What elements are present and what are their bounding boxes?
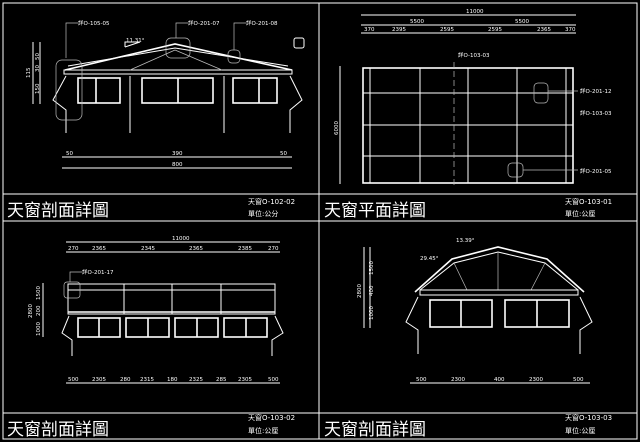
dim-seg: 500	[573, 377, 584, 383]
panel-title: 天窗平面詳圖	[324, 201, 426, 221]
dim-seg: 500	[68, 377, 79, 383]
dim-v: 1000	[369, 306, 375, 320]
callout-bubble	[507, 162, 524, 178]
dim-v: 1500	[36, 286, 42, 300]
unit-label: 單位:公厘	[565, 426, 595, 435]
dim-seg: 2395	[392, 27, 406, 33]
dim-v: 1500	[369, 261, 375, 275]
drawing-code: 天窗O-102-02	[248, 197, 295, 206]
dim-bottom-segments: 500 2305 280 2315 180 2325 285 2305 500	[68, 377, 279, 383]
roof-outline	[64, 43, 293, 71]
dim-seg: 2365	[537, 27, 551, 33]
dim-seg: 2300	[451, 377, 465, 383]
dim-v: 50	[35, 53, 41, 60]
panel-plan-103-01: 天窗平面詳圖 天窗O-103-01 單位:公厘 詳O-103-03 詳O-201…	[324, 9, 612, 221]
dim-half: 5500	[515, 19, 529, 25]
callout-marker	[293, 37, 305, 49]
eave-beam	[419, 289, 579, 296]
callout-label: 詳O-103-03	[458, 51, 490, 59]
unit-label: 單位:公分	[248, 209, 278, 218]
dim-seg: 180	[167, 377, 178, 383]
windows	[77, 317, 268, 338]
drawing-code: 天窗O-103-02	[248, 413, 295, 422]
callout-bubble	[533, 82, 549, 104]
panel-section-103-02: 天窗剖面詳圖 天窗O-103-02 單位:公厘 詳O-201-17 11000 …	[7, 236, 295, 440]
dim-v: 30	[35, 65, 41, 72]
windows	[77, 77, 278, 104]
dim-seg: 2305	[238, 377, 252, 383]
dim-half: 5500	[410, 19, 424, 25]
callout-bubble	[63, 281, 81, 299]
callout-label: 詳O-201-05	[580, 167, 612, 175]
dim-v-total: 2800	[28, 304, 34, 318]
dim-h: 50	[280, 151, 287, 157]
dim-top-segments: 270 2365 2345 2365 2385 270	[68, 246, 279, 252]
dim-seg: 2305	[92, 377, 106, 383]
dim-h: 390	[172, 151, 183, 157]
callout-label: 詳O-103-03	[580, 109, 612, 117]
dim-v-total: 115	[26, 67, 32, 78]
callout-label: 詳O-201-08	[246, 19, 278, 27]
callout-label: 詳O-105-05	[78, 19, 110, 27]
dim-seg: 400	[494, 377, 505, 383]
dim-seg: 2325	[189, 377, 203, 383]
dim-total: 11000	[172, 236, 190, 242]
drawing-code: 天窗O-103-03	[565, 413, 612, 422]
dim-seg: 2365	[189, 246, 203, 252]
slope-symbol	[124, 41, 141, 48]
dim-seg: 2300	[529, 377, 543, 383]
dim-seg: 2315	[140, 377, 154, 383]
callout-bubble	[55, 59, 83, 121]
dim-v: 200	[36, 305, 42, 316]
windows	[429, 299, 570, 328]
dim-seg: 270	[268, 246, 279, 252]
dim-seg: 500	[268, 377, 279, 383]
roof-outline	[414, 246, 585, 293]
dim-v-total: 2800	[357, 284, 363, 298]
panel-title: 天窗剖面詳圖	[7, 420, 109, 440]
dim-seg: 285	[216, 377, 227, 383]
dim-seg: 2595	[488, 27, 502, 33]
dim-v: 1000	[36, 322, 42, 336]
callout-label: 詳O-201-12	[580, 87, 611, 95]
slope-label: 11.31°	[126, 38, 145, 44]
angle-label: 13.39°	[456, 238, 475, 244]
dim-v: 400	[369, 285, 375, 296]
dim-seg: 2595	[440, 27, 454, 33]
truss	[174, 49, 223, 71]
panel-title: 天窗剖面詳圖	[7, 201, 109, 221]
dim-seg: 2385	[238, 246, 252, 252]
truss	[129, 49, 176, 71]
dim-seg: 2345	[141, 246, 155, 252]
dim-h: 50	[66, 151, 73, 157]
panel-section-103-03: 天窗剖面詳圖 天窗O-103-03 單位:公厘 13.39° 29.45° 28…	[324, 238, 612, 440]
panel-title: 天窗剖面詳圖	[324, 420, 426, 440]
panel-section-102-02: 天窗剖面詳圖 天窗O-102-02 單位:公分 詳O-105-05 詳O-201…	[7, 19, 305, 221]
dim-seg: 2365	[92, 246, 106, 252]
callout-label: 詳O-201-07	[188, 19, 220, 27]
dim-seg: 370	[364, 27, 375, 33]
unit-label: 單位:公厘	[248, 426, 278, 435]
dim-h-total: 800	[172, 162, 183, 168]
callout-label: 詳O-201-17	[82, 268, 114, 276]
dim-v: 150	[35, 83, 41, 94]
dim-seg: 280	[120, 377, 131, 383]
drawing-code: 天窗O-103-01	[565, 197, 612, 206]
roof-inner	[67, 47, 289, 67]
dim-v-total: 6000	[334, 121, 340, 135]
dim-seg: 500	[416, 377, 427, 383]
dim-total: 11000	[466, 9, 484, 15]
angle-label: 29.45°	[420, 256, 439, 262]
eave-beam	[63, 69, 293, 75]
dim-seg: 370	[565, 27, 576, 33]
callout-bubble	[165, 37, 191, 59]
dim-seg: 270	[68, 246, 79, 252]
unit-label: 單位:公厘	[565, 209, 595, 218]
